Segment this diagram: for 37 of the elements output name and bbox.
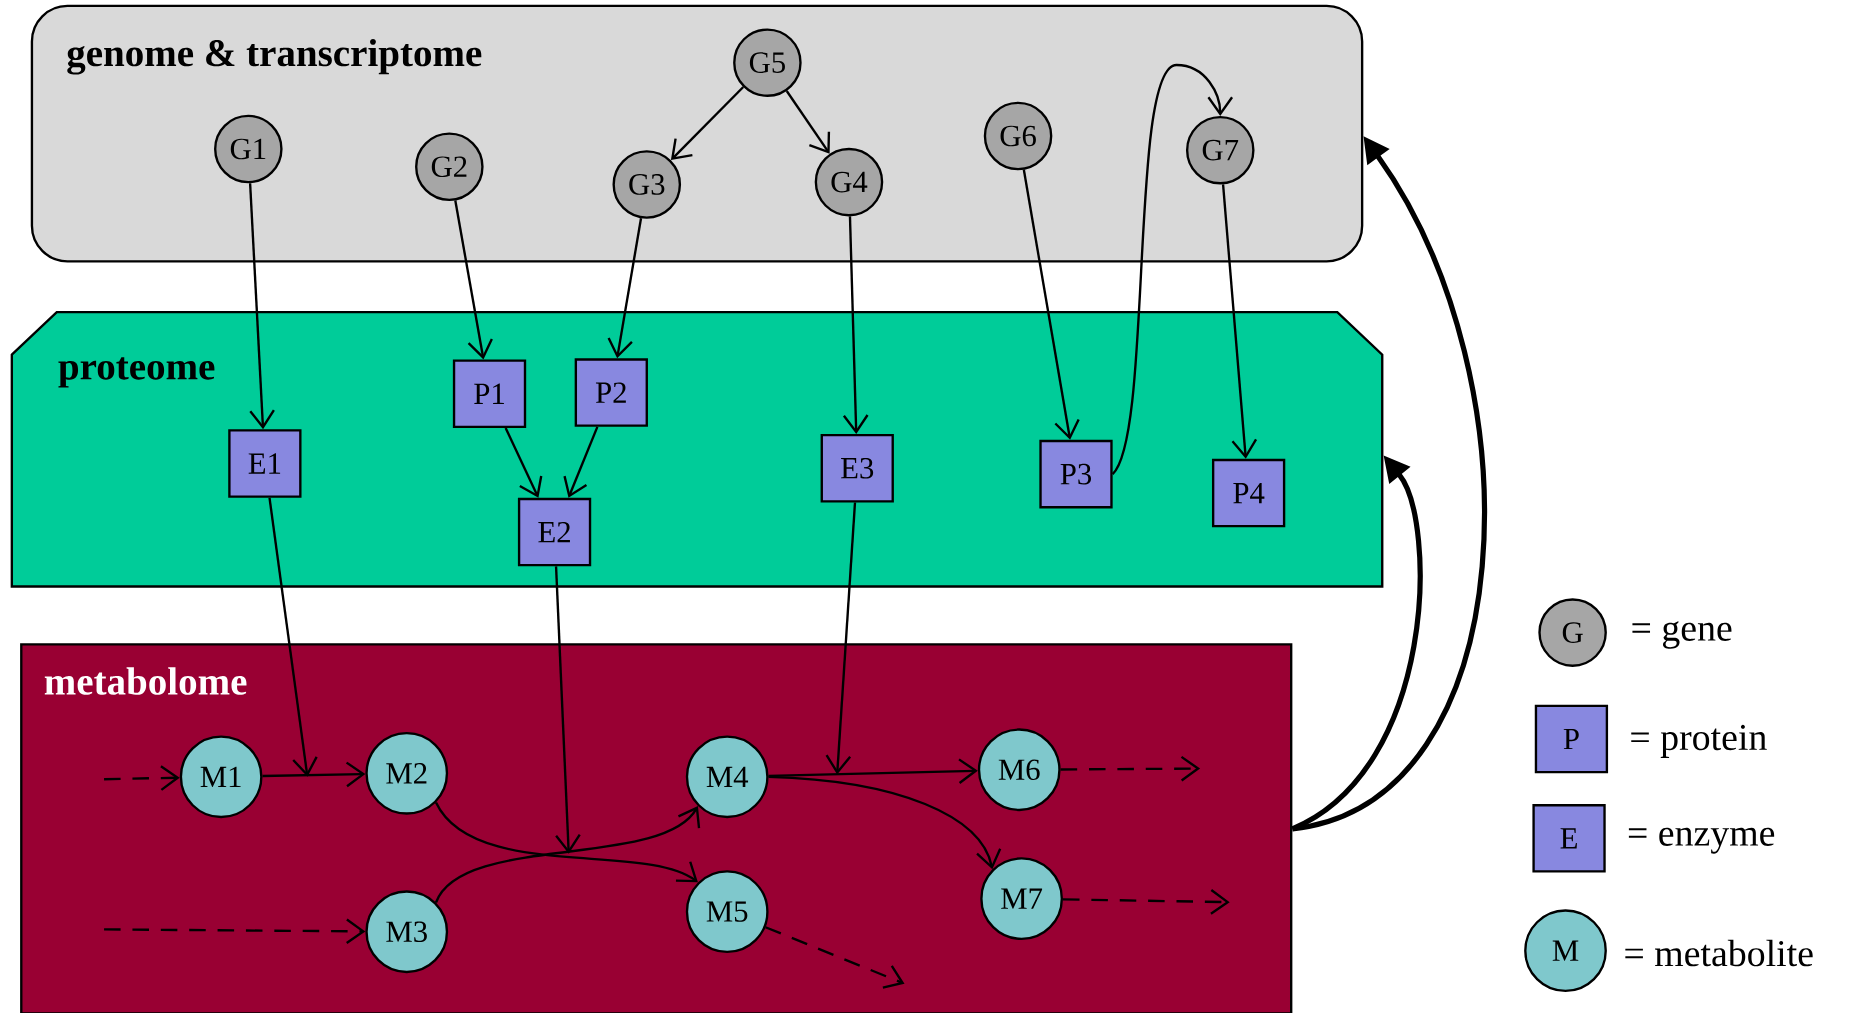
arrow xyxy=(504,427,543,498)
protein-square: E1 xyxy=(228,429,302,498)
arrow xyxy=(1022,169,1080,440)
arrow xyxy=(268,497,318,777)
arrow xyxy=(248,183,275,430)
arrow xyxy=(435,805,701,903)
dashed-arrow xyxy=(104,765,180,791)
protein-square: E2 xyxy=(517,497,592,567)
protein-square: P3 xyxy=(1039,439,1113,509)
node-caption: = gene xyxy=(1632,621,1732,649)
arrow xyxy=(768,775,1002,870)
dashed-arrow xyxy=(1060,755,1201,782)
node-caption: = protein xyxy=(1631,724,1767,758)
arrow xyxy=(435,801,698,883)
node-caption: = enzyme xyxy=(1628,827,1775,854)
arrow xyxy=(563,426,599,498)
arrow xyxy=(842,216,869,434)
legend-square: P xyxy=(1534,704,1609,774)
arrow xyxy=(825,502,857,775)
arrow xyxy=(670,86,745,160)
arrow xyxy=(1221,184,1258,459)
protein-square: E3 xyxy=(820,433,894,503)
protein-square: P2 xyxy=(574,358,648,427)
dashed-arrow xyxy=(1062,888,1230,915)
arrow xyxy=(554,566,581,854)
legend-square: E xyxy=(1532,803,1606,873)
node-caption: = metabolite xyxy=(1625,939,1813,967)
dashed-arrow xyxy=(104,918,366,944)
protein-square: P4 xyxy=(1212,458,1286,528)
arrow xyxy=(1111,63,1234,475)
arrow xyxy=(768,758,978,784)
protein-square: P1 xyxy=(452,359,527,428)
dashed-arrow xyxy=(765,925,905,989)
arrow xyxy=(454,200,493,360)
arrow xyxy=(785,90,831,154)
arrow xyxy=(262,761,366,788)
arrow xyxy=(607,217,643,359)
